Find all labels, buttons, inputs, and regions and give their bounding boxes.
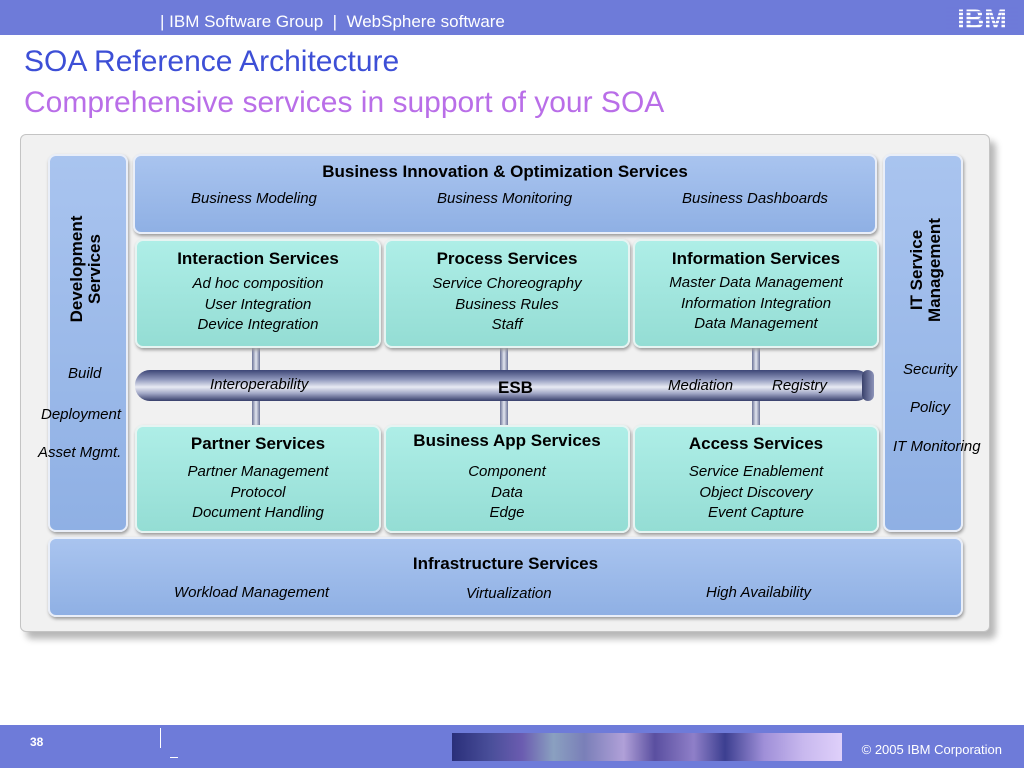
esb-bus-end: [862, 370, 874, 401]
header-group-text: | IBM Software Group | WebSphere softwar…: [160, 12, 505, 31]
development-services-box: [48, 154, 128, 532]
esb-mediation: Mediation: [668, 377, 734, 394]
development-item-build: Build: [68, 365, 102, 382]
virtualization: Virtualization: [466, 585, 552, 602]
workload-management: Workload Management: [174, 584, 330, 601]
ibm-logo: IBM: [946, 4, 1018, 33]
process-services-title: Process Services: [436, 249, 578, 268]
header-bar: | IBM Software Group | WebSphere softwar…: [0, 0, 1024, 35]
high-availability: High Availability: [706, 584, 812, 601]
esb-bus: [135, 370, 871, 401]
connector: [752, 400, 760, 426]
it-item-it-monitoring: IT Monitoring: [893, 438, 981, 455]
business-innovation-title: Business Innovation & Optimization Servi…: [322, 162, 688, 181]
footer-bar: 38 © 2005 IBM Corporation: [0, 725, 1024, 768]
connector: [500, 400, 508, 426]
footer-divider: [160, 728, 161, 748]
it-service-management-box: [883, 154, 963, 532]
esb-label: ESB: [498, 378, 533, 397]
esb-registry: Registry: [772, 377, 828, 394]
development-item-asset-mgmt: Asset Mgmt.: [38, 444, 122, 461]
development-item-deployment: Deployment: [41, 406, 122, 423]
business-innovation-box: Business Innovation & Optimization Servi…: [133, 154, 877, 234]
information-services-box: Information Services Master Data Managem…: [633, 239, 879, 348]
page-title: SOA Reference Architecture: [24, 45, 400, 78]
esb-interoperability: Interoperability: [210, 376, 309, 393]
it-item-security: Security: [903, 361, 958, 378]
it-item-policy: Policy: [910, 399, 951, 416]
business-modeling: Business Modeling: [191, 190, 317, 207]
access-services-title: Access Services: [688, 434, 824, 453]
infrastructure-services-title: Infrastructure Services: [412, 554, 599, 573]
connector: [752, 344, 760, 372]
footer-photo-strip: [452, 733, 842, 761]
copyright-text: © 2005 IBM Corporation: [861, 742, 1002, 757]
business-app-services-title: Business App Services: [413, 431, 601, 450]
business-dashboards: Business Dashboards: [682, 190, 828, 207]
page-subtitle: Comprehensive services in support of you…: [24, 86, 665, 119]
connector: [252, 344, 260, 372]
connector: [252, 400, 260, 426]
footer-dash: [170, 757, 178, 758]
business-monitoring: Business Monitoring: [437, 190, 573, 207]
page-number: 38: [30, 735, 44, 749]
partner-services-title: Partner Services: [190, 434, 326, 453]
connector: [500, 344, 508, 372]
information-services-title: Information Services: [671, 249, 841, 268]
interaction-services-title: Interaction Services: [177, 249, 339, 268]
infrastructure-services-box: Infrastructure Services Workload Managem…: [48, 537, 963, 617]
